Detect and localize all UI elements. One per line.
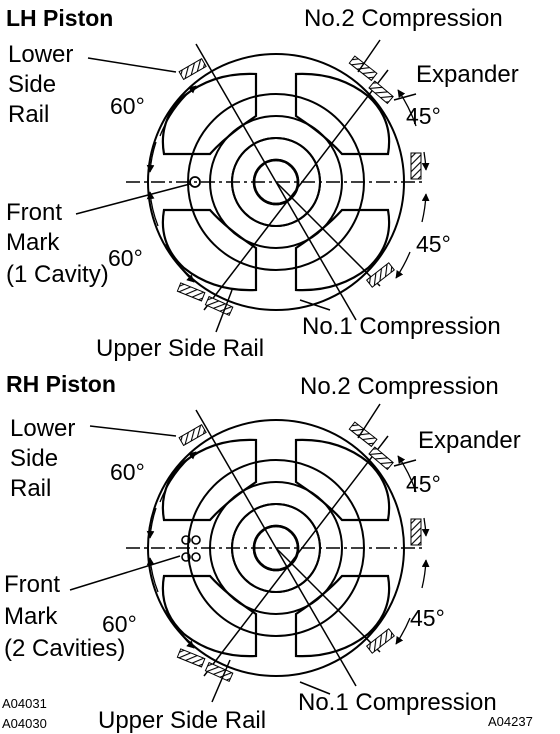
lh-angle-bottom-left: 60° — [108, 245, 143, 271]
lh-angle-top-left: 60° — [110, 93, 145, 119]
lh-angle-top-right: 45° — [406, 103, 441, 129]
rh-lower-side-rail-label-1: Lower — [10, 415, 75, 442]
lh-expander-label: Expander — [416, 61, 519, 88]
lh-front-mark-label-1: Front — [6, 199, 62, 226]
figure-code-left-bottom: A04030 — [2, 716, 47, 731]
rh-piston-title: RH Piston — [6, 371, 116, 397]
rh-no1-compression-label: No.1 Compression — [298, 689, 497, 716]
rh-lower-side-rail-label-3: Rail — [10, 475, 51, 502]
rh-angle-bottom-right: 45° — [410, 605, 445, 631]
lh-lower-side-rail-label-3: Rail — [8, 101, 49, 128]
rh-lower-side-rail-label-2: Side — [10, 445, 58, 472]
rh-no2-compression-label: No.2 Compression — [300, 373, 499, 400]
lh-angle-bottom-right: 45° — [416, 231, 451, 257]
rh-angle-top-right: 45° — [406, 471, 441, 497]
rh-piston-drawing — [69, 403, 426, 703]
lh-front-mark-label-2: Mark — [6, 229, 60, 256]
lh-piston-title: LH Piston — [6, 5, 113, 31]
figure-code-right: A04237 — [488, 714, 533, 729]
rh-upper-side-rail-label: Upper Side Rail — [98, 707, 266, 734]
rh-expander-label: Expander — [418, 427, 521, 454]
rh-front-mark-label-1: Front — [4, 571, 60, 598]
lh-upper-side-rail-label: Upper Side Rail — [96, 335, 264, 362]
front-mark-cavity — [189, 176, 201, 188]
figure-code-left-top: A04031 — [2, 696, 47, 711]
lh-piston-drawing — [75, 39, 426, 333]
rh-front-mark-label-3: (2 Cavities) — [4, 635, 125, 662]
rh-angle-top-left: 60° — [110, 459, 145, 485]
rh-front-mark-label-2: Mark — [4, 603, 58, 630]
lh-no1-compression-label: No.1 Compression — [302, 313, 501, 340]
lh-no2-compression-label: No.2 Compression — [304, 5, 503, 32]
front-mark-cavities — [181, 535, 201, 562]
rh-angle-bottom-left: 60° — [102, 611, 137, 637]
lh-front-mark-label-3: (1 Cavity) — [6, 261, 109, 288]
lh-lower-side-rail-label-1: Lower — [8, 41, 73, 68]
lh-lower-side-rail-label-2: Side — [8, 71, 56, 98]
